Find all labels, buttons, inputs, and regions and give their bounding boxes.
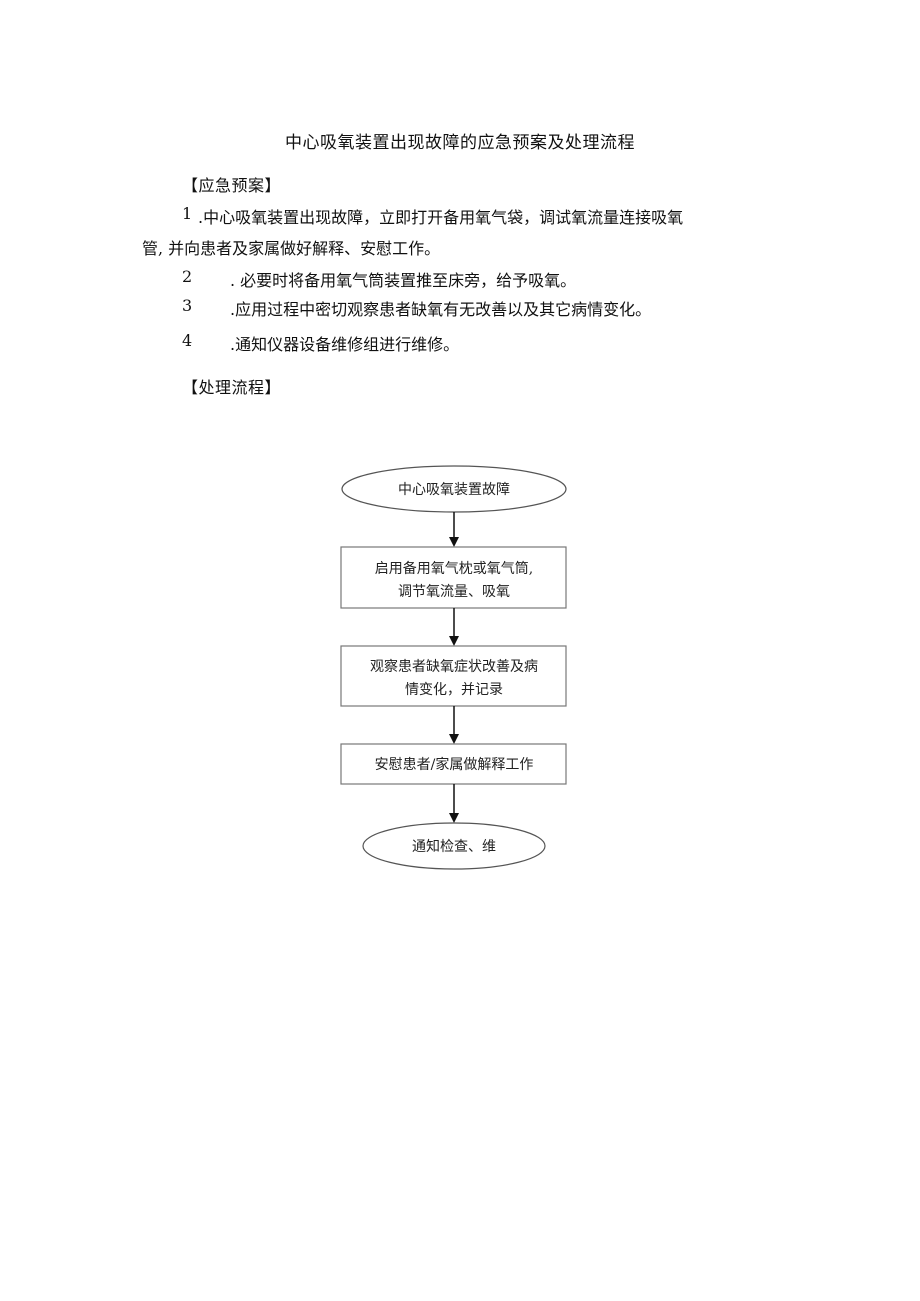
plan-item-3-number: 3 bbox=[182, 296, 193, 315]
plan-item-1-text: .中心吸氧装置出现故障，立即打开备用氧气袋，调试氧流量连接吸氧 bbox=[198, 208, 684, 227]
flow-node-enable-backup-line1: 启用备用氧气枕或氧气筒, bbox=[375, 560, 533, 577]
flow-node-end: 通知检查、维 bbox=[362, 822, 546, 870]
process-flow-heading: 【处理流程】 bbox=[182, 378, 282, 397]
plan-item-3-text: .应用过程中密切观察患者缺氧有无改善以及其它病情变化。 bbox=[230, 300, 652, 319]
flow-node-observe-line2: 情变化，并记录 bbox=[405, 682, 503, 698]
flow-node-observe: 观察患者缺氧症状改善及病 情变化，并记录 bbox=[340, 645, 567, 707]
page-title: 中心吸氧装置出现故障的应急预案及处理流程 bbox=[285, 133, 635, 153]
flow-node-observe-line1: 观察患者缺氧症状改善及病 bbox=[370, 658, 538, 675]
flow-node-end-label: 通知检查、维 bbox=[412, 838, 496, 855]
plan-item-4-text: .通知仪器设备维修组进行维修。 bbox=[230, 335, 460, 354]
plan-item-2-text: . 必要时将备用氧气筒装置推至床旁，给予吸氧。 bbox=[230, 271, 577, 290]
emergency-plan-heading: 【应急预案】 bbox=[182, 176, 282, 195]
flow-node-comfort-label: 安慰患者/家属做解释工作 bbox=[375, 756, 534, 773]
flow-node-enable-backup-line2: 调节氧流量、吸氧 bbox=[398, 584, 510, 600]
plan-item-2-number: 2 bbox=[182, 267, 193, 286]
flow-node-enable-backup: 启用备用氧气枕或氧气筒, 调节氧流量、吸氧 bbox=[340, 546, 567, 609]
plan-item-1-number: 1 bbox=[182, 204, 193, 223]
flow-node-start: 中心吸氧装置故障 bbox=[341, 465, 567, 513]
plan-item-4-number: 4 bbox=[182, 331, 193, 350]
flow-node-start-label: 中心吸氧装置故障 bbox=[398, 482, 510, 498]
flow-node-comfort: 安慰患者/家属做解释工作 bbox=[340, 743, 567, 785]
plan-item-1-text-continued: 管, 并向患者及家属做好解释、安慰工作。 bbox=[142, 239, 441, 258]
